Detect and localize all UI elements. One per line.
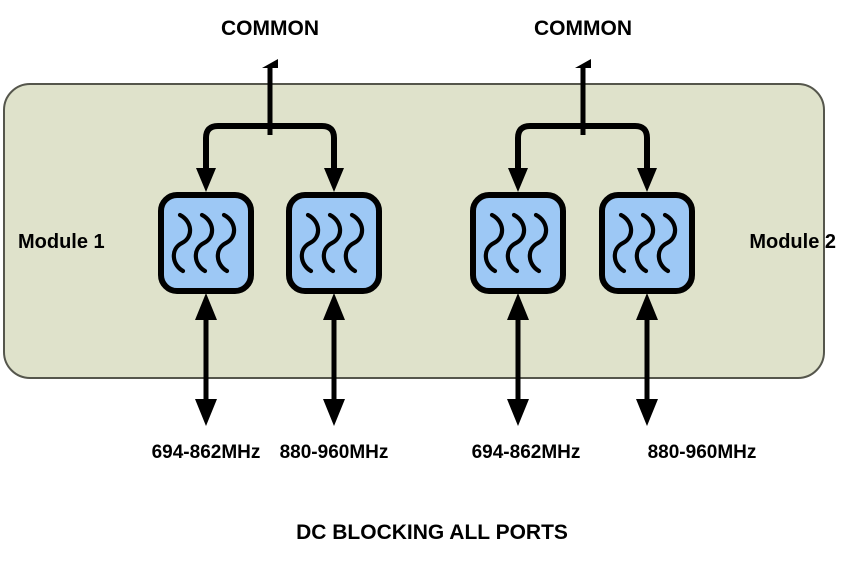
module-2-label: Module 2 [749, 231, 836, 253]
module-1-label: Module 1 [18, 231, 105, 253]
module-2-splitter-bus [515, 123, 650, 172]
module-1-branch-arrow-a [196, 168, 216, 192]
module-2-port-1-label: 694-862MHz [472, 442, 581, 463]
module-1-branch-arrow-b [324, 168, 344, 192]
module-1-port-1-label: 694-862MHz [152, 442, 261, 463]
module-2-port-2-arrow-down [636, 399, 658, 426]
module-2-branch-arrow-a [508, 168, 528, 192]
module-2-port-1-arrow-up [507, 293, 529, 320]
module-2-port-2-arrow-up [636, 293, 658, 320]
module-2-branch-arrow-b [637, 168, 657, 192]
module-2-port-1-arrow-down [507, 399, 529, 426]
module-1-port-2-label: 880-960MHz [280, 442, 389, 463]
module-2-common-label: COMMON [534, 17, 632, 40]
module-2-port-2-label: 880-960MHz [648, 442, 757, 463]
module-1-common-label: COMMON [221, 17, 319, 40]
module-1-splitter-bus [203, 123, 337, 172]
footer-note: DC BLOCKING ALL PORTS [296, 521, 568, 544]
module-1-port-1-arrow-down [195, 399, 217, 426]
module-1-port-1-arrow-up [195, 293, 217, 320]
chassis-enclosure [3, 83, 825, 379]
module-1-port-2-arrow-up [323, 293, 345, 320]
module-1-port-2-arrow-down [323, 399, 345, 426]
